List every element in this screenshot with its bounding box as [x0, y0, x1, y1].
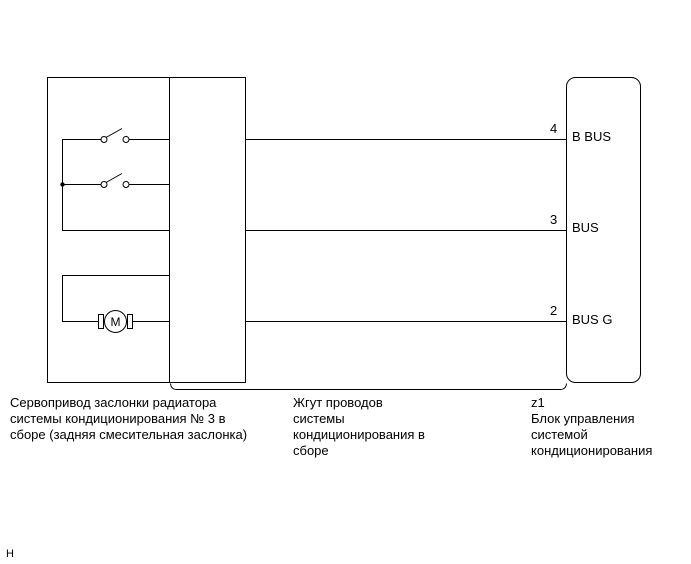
motor-icon: M — [104, 310, 127, 333]
servo-control-module-box — [169, 77, 246, 383]
junction-dot — [60, 182, 65, 187]
harness-bracket — [170, 383, 567, 390]
pin-number-bus: 3 — [550, 212, 558, 227]
ecu-box — [566, 77, 641, 383]
ecu-label: z1 Блок управления системой кондициониро… — [531, 395, 653, 458]
pin-name-bus: BUS — [572, 220, 599, 235]
motor-label: M — [111, 315, 121, 329]
pin-name-bus-g: BUS G — [572, 312, 613, 327]
connector-id: z1 — [531, 395, 545, 410]
pin-name-b-bus: B BUS — [572, 129, 612, 144]
motor-circuit — [62, 275, 170, 329]
servo-label: Сервопривод заслонки радиатора системы к… — [10, 395, 248, 442]
pin-number-bus-g: 2 — [550, 303, 558, 318]
footer-mark: H — [6, 548, 14, 560]
pin-number-b-bus: 4 — [550, 121, 558, 136]
position-switches — [62, 128, 170, 231]
harness-label: Жгут проводов системы кондиционирования … — [293, 395, 425, 458]
